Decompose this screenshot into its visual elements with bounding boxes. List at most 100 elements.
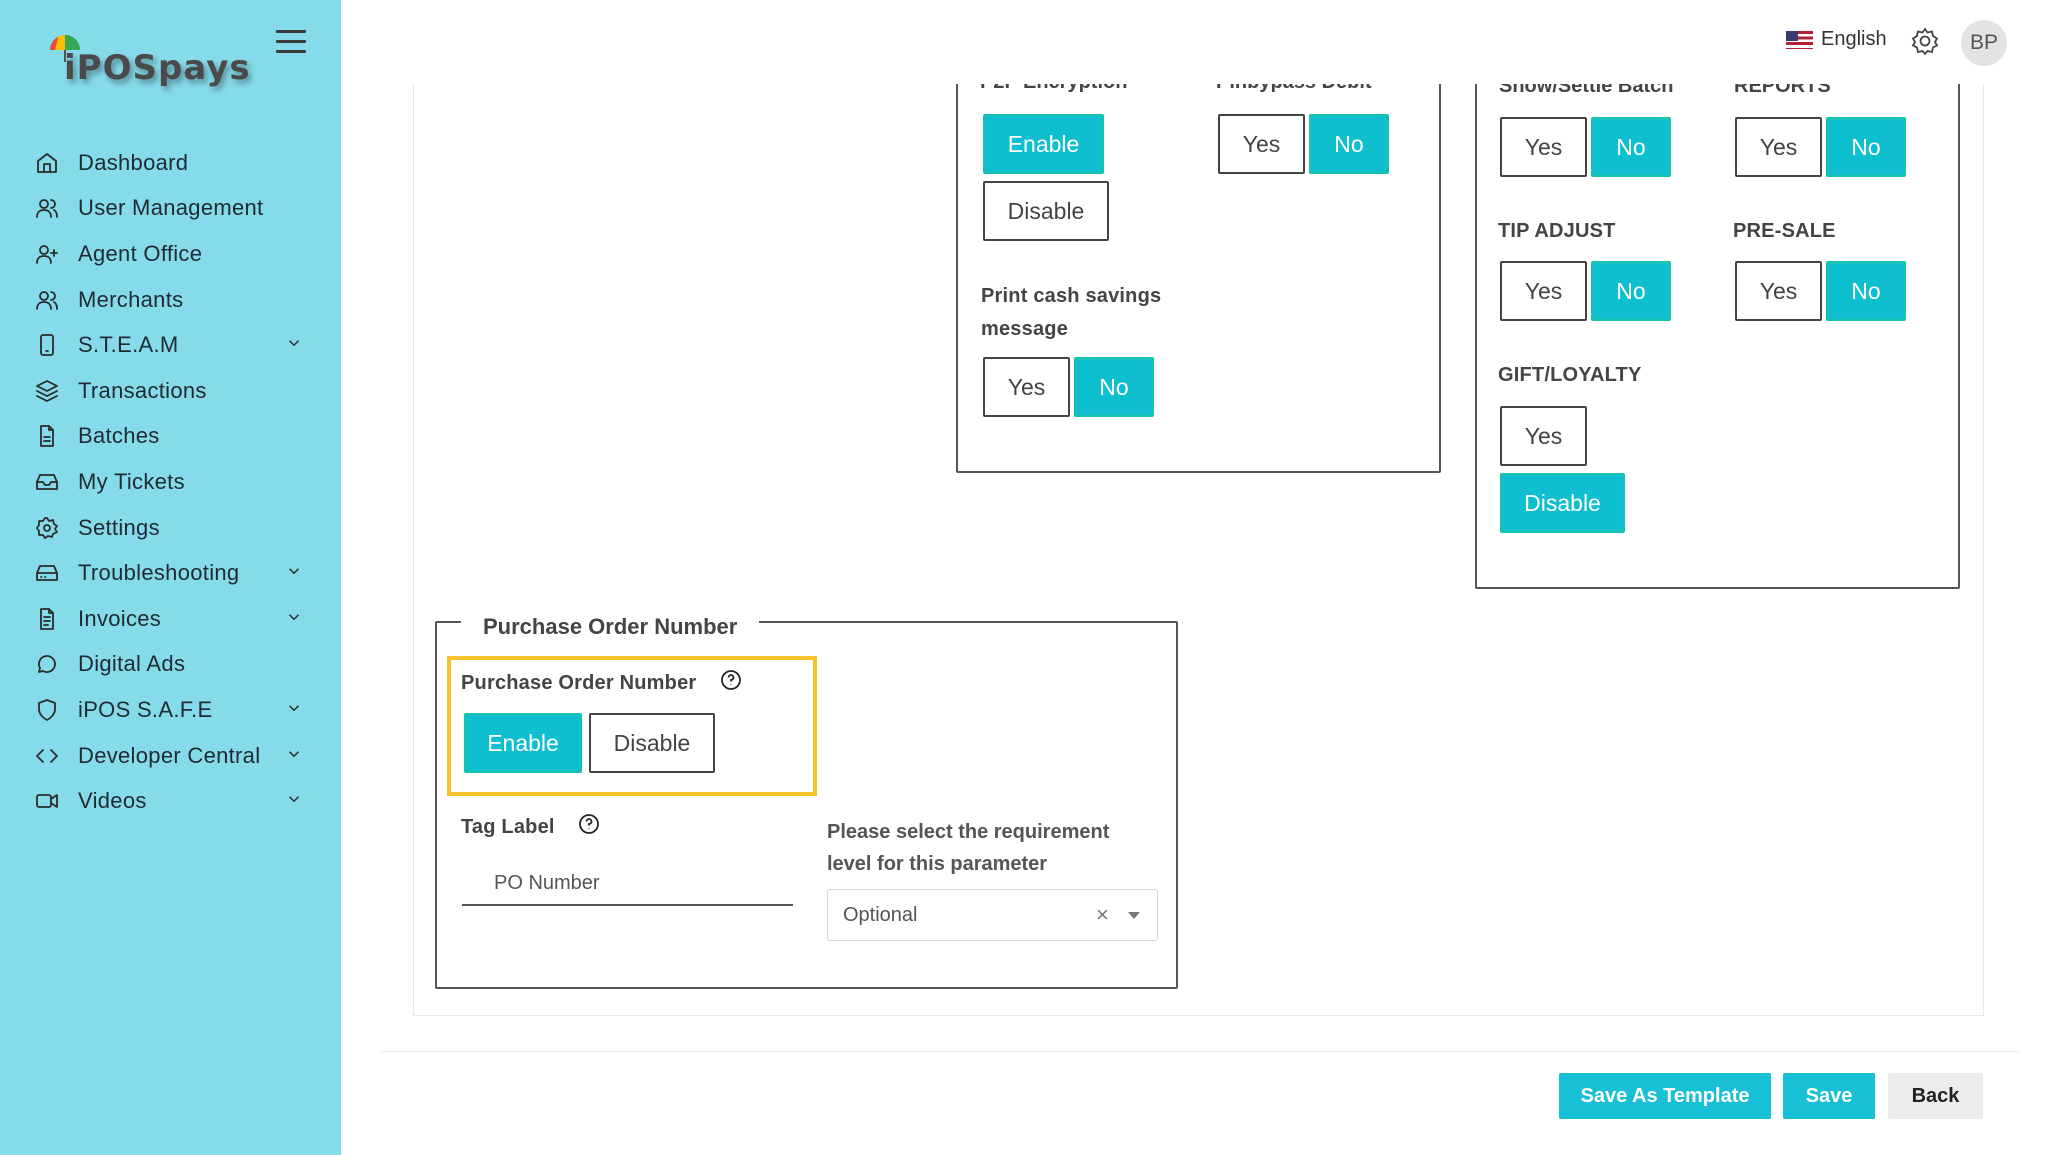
tip-adjust-label: TIP ADJUST (1498, 220, 1616, 242)
sidebar-item-settings[interactable]: Settings (0, 505, 341, 551)
caret-down-icon[interactable] (1128, 912, 1140, 919)
sidebar-item-label: Developer Central (78, 742, 261, 768)
p2p-disable-button[interactable]: Disable (983, 181, 1109, 241)
umbrella-icon (50, 35, 80, 62)
ipospays-logo[interactable]: iPOSpays (48, 34, 250, 94)
chevron-down-icon (285, 699, 305, 719)
file-text-icon (34, 606, 60, 632)
show-settle-no-button[interactable]: No (1591, 117, 1671, 177)
users-icon (34, 195, 60, 221)
sidebar: iPOSpays Dashboard User Management Agent… (0, 0, 341, 1155)
sidebar-item-my-tickets[interactable]: My Tickets (0, 459, 341, 505)
hard-drive-icon (34, 560, 60, 586)
sidebar-item-invoices[interactable]: Invoices (0, 596, 341, 642)
inbox-icon (34, 469, 60, 495)
sidebar-item-digital-ads[interactable]: Digital Ads (0, 642, 341, 688)
avatar[interactable]: BP (1961, 20, 2007, 66)
content-panel (413, 84, 1984, 1016)
requirement-level-select[interactable]: Optional × (827, 889, 1158, 941)
user-plus-icon (34, 241, 60, 267)
save-as-template-button[interactable]: Save As Template (1559, 1073, 1771, 1119)
file-icon (34, 423, 60, 449)
gift-loyalty-yes-button[interactable]: Yes (1500, 406, 1587, 466)
pre-sale-yes-button[interactable]: Yes (1735, 261, 1822, 321)
logo-text: iPOSpays (64, 48, 251, 88)
purchase-order-card (435, 621, 1178, 989)
shield-icon (34, 697, 60, 723)
help-circle-icon[interactable] (578, 813, 600, 835)
sidebar-item-dashboard[interactable]: Dashboard (0, 140, 341, 186)
sidebar-item-agent-office[interactable]: Agent Office (0, 231, 341, 277)
menu-toggle-icon[interactable] (276, 30, 306, 54)
sidebar-item-label: Settings (78, 514, 160, 540)
pinbypass-yes-button[interactable]: Yes (1218, 114, 1305, 174)
sidebar-item-label: Transactions (78, 377, 207, 403)
sidebar-item-label: Batches (78, 423, 160, 449)
sidebar-item-label: My Tickets (78, 468, 185, 494)
sidebar-item-label: Merchants (78, 286, 184, 312)
p2p-enable-button[interactable]: Enable (983, 114, 1104, 174)
po-enable-button[interactable]: Enable (464, 713, 582, 773)
highlight-box (447, 656, 817, 796)
sidebar-item-label: Videos (78, 788, 147, 814)
language-label: English (1821, 28, 1887, 50)
pre-sale-no-button[interactable]: No (1826, 261, 1906, 321)
users-icon (34, 287, 60, 313)
gear-icon[interactable] (1910, 26, 1940, 56)
pinbypass-no-button[interactable]: No (1309, 114, 1389, 174)
chevron-down-icon (285, 745, 305, 765)
cash-savings-no-button[interactable]: No (1074, 357, 1154, 417)
purchase-order-legend: Purchase Order Number (461, 614, 760, 640)
print-cash-savings-label: Print cash savings message (981, 285, 1162, 340)
back-button[interactable]: Back (1888, 1073, 1983, 1119)
pre-sale-label: PRE-SALE (1733, 220, 1836, 242)
language-selector[interactable]: English (1786, 28, 1887, 51)
tip-adjust-yes-button[interactable]: Yes (1500, 261, 1587, 321)
sidebar-item-label: S.T.E.A.M (78, 332, 179, 358)
clear-icon[interactable]: × (1096, 902, 1109, 927)
tip-adjust-no-button[interactable]: No (1591, 261, 1671, 321)
tablet-icon (34, 332, 60, 358)
chevron-down-icon (285, 562, 305, 582)
sidebar-item-troubleshooting[interactable]: Troubleshooting (0, 550, 341, 596)
gift-loyalty-disable-button[interactable]: Disable (1500, 473, 1625, 533)
sidebar-item-merchants[interactable]: Merchants (0, 277, 341, 323)
sidebar-item-user-management[interactable]: User Management (0, 186, 341, 232)
sidebar-item-steam[interactable]: S.T.E.A.M (0, 322, 341, 368)
gift-loyalty-label: GIFT/LOYALTY (1498, 364, 1642, 386)
chevron-down-icon (285, 334, 305, 354)
sidebar-item-label: Digital Ads (78, 651, 186, 677)
header-bar (341, 0, 2048, 84)
sidebar-item-label: Dashboard (78, 149, 189, 175)
sidebar-item-label: Troubleshooting (78, 560, 240, 586)
video-icon (34, 788, 60, 814)
show-settle-yes-button[interactable]: Yes (1500, 117, 1587, 177)
sidebar-item-label: iPOS S.A.F.E (78, 696, 213, 722)
sidebar-item-ipos-safe[interactable]: iPOS S.A.F.E (0, 687, 341, 733)
sidebar-item-developer-central[interactable]: Developer Central (0, 733, 341, 779)
chevron-down-icon (285, 608, 305, 628)
reports-yes-button[interactable]: Yes (1735, 117, 1822, 177)
sidebar-nav: Dashboard User Management Agent Office M… (0, 140, 341, 824)
help-circle-icon[interactable] (720, 669, 742, 691)
cash-savings-yes-button[interactable]: Yes (983, 357, 1070, 417)
sidebar-item-transactions[interactable]: Transactions (0, 368, 341, 414)
sidebar-item-label: Invoices (78, 605, 162, 631)
sidebar-item-videos[interactable]: Videos (0, 778, 341, 824)
chevron-down-icon (285, 790, 305, 810)
save-button[interactable]: Save (1783, 1073, 1875, 1119)
reports-no-button[interactable]: No (1826, 117, 1906, 177)
sidebar-item-label: Agent Office (78, 240, 203, 266)
tag-label-input[interactable] (462, 862, 793, 906)
layers-icon (34, 378, 60, 404)
code-icon (34, 743, 60, 769)
tag-label: Tag Label (461, 816, 555, 838)
po-disable-button[interactable]: Disable (589, 713, 715, 773)
requirement-level-label: Please select the requirement level for … (827, 821, 1110, 875)
purchase-order-field-label: Purchase Order Number (461, 672, 697, 694)
sidebar-item-batches[interactable]: Batches (0, 414, 341, 460)
message-circle-icon (34, 651, 60, 677)
sidebar-item-label: User Management (78, 195, 264, 221)
home-icon (34, 150, 60, 176)
requirement-level-value: Optional (843, 903, 918, 926)
